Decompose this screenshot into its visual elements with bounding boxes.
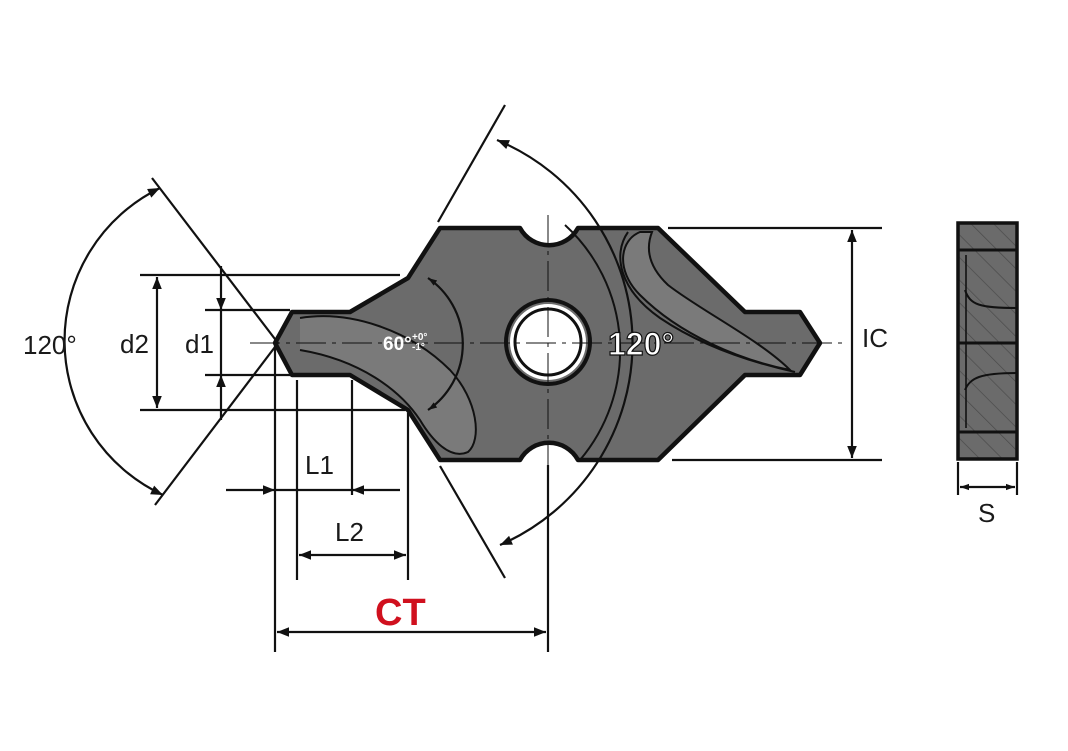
label-s: S bbox=[978, 498, 995, 528]
small-60-arc bbox=[427, 277, 464, 411]
label-angle-small: 60° bbox=[383, 334, 412, 355]
label-l1: L1 bbox=[305, 450, 334, 480]
label-angle-right: 120° bbox=[608, 326, 674, 362]
label-angle-small-plus: +0° bbox=[412, 332, 427, 343]
label-l2: L2 bbox=[335, 517, 364, 547]
label-d1: d1 bbox=[185, 329, 214, 359]
label-d2: d2 bbox=[120, 329, 149, 359]
label-angle-left: 120° bbox=[23, 330, 77, 360]
left-chip-groove bbox=[299, 315, 477, 455]
inner-120-arc bbox=[564, 224, 622, 461]
labels: 120° d2 d1 60° +0° -1° 120° IC L1 L2 CT … bbox=[23, 323, 995, 634]
insert-body bbox=[250, 215, 845, 470]
right-groove-edge bbox=[619, 231, 796, 373]
label-angle-small-minus: -1° bbox=[412, 342, 425, 353]
label-ic: IC bbox=[862, 323, 888, 353]
label-ct: CT bbox=[375, 592, 426, 634]
left-120-arc bbox=[63, 187, 164, 496]
side-view bbox=[956, 221, 1019, 495]
side-view-body bbox=[956, 221, 1019, 461]
dimension-lines bbox=[63, 138, 857, 637]
extension-lines bbox=[140, 104, 882, 652]
right-120-arc bbox=[496, 138, 634, 547]
